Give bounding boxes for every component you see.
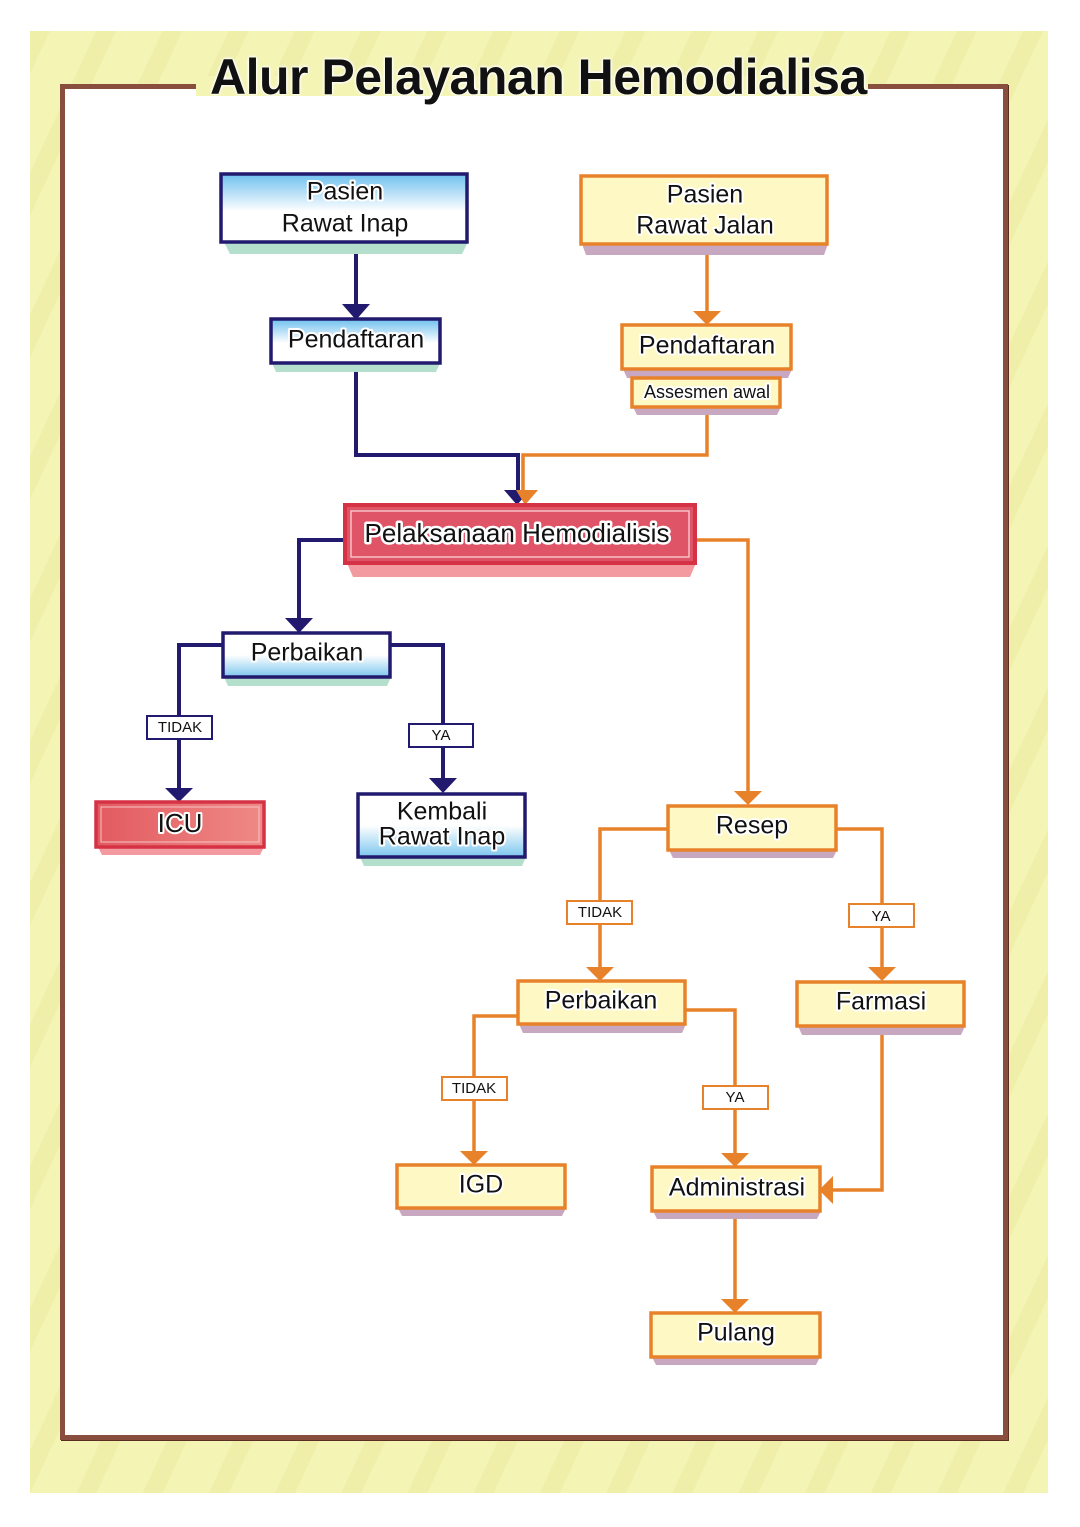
page-title: Alur Pelayanan Hemodialisa — [210, 49, 867, 105]
node-label: Pasien — [307, 178, 383, 206]
node-label: Assesmen awal — [644, 382, 770, 402]
arrowhead-icon — [165, 788, 193, 802]
node-label: Pelaksanaan Hemodialisis — [365, 518, 670, 548]
edge-pelaksanaan-to-perbaikan1 — [285, 538, 346, 633]
edge-assesmen-to-pelaksanaan — [516, 414, 709, 505]
edge-pelaksanaan-to-resep — [695, 538, 762, 805]
edge-inap-to-pendaftaran — [342, 252, 370, 320]
node-pasien-rawat-jalan: Pasien Rawat Jalan — [579, 174, 829, 255]
node-perbaikan-2: Perbaikan — [516, 979, 687, 1033]
edge-label-tidak: TIDAK — [566, 900, 633, 925]
node-pelaksanaan-hemodialisis: Pelaksanaan Hemodialisis — [343, 503, 697, 577]
edge-label-text: TIDAK — [578, 904, 622, 921]
edge-label-ya: YA — [848, 903, 915, 928]
connectors — [165, 252, 896, 1313]
node-label: Rawat Jalan — [636, 212, 774, 240]
node-perbaikan-1: Perbaikan — [221, 631, 392, 686]
edge-labels: TIDAK YA TIDAK YA TIDAK YA — [146, 715, 915, 1110]
node-administrasi: Administrasi — [650, 1165, 822, 1219]
node-label: Rawat Inap — [282, 210, 408, 238]
node-label: IGD — [459, 1171, 503, 1199]
node-label: Pulang — [697, 1319, 775, 1347]
edge-perbaikan2-to-igd — [460, 1014, 518, 1165]
node-label: Pasien — [667, 181, 743, 209]
node-resep: Resep — [666, 804, 838, 858]
edge-administrasi-to-pulang — [721, 1216, 749, 1313]
arrowhead-icon — [429, 778, 457, 793]
node-label: Perbaikan — [251, 639, 364, 667]
node-label: Administrasi — [669, 1174, 805, 1202]
edge-label-text: YA — [432, 727, 451, 744]
edge-label-ya: YA — [702, 1085, 769, 1110]
node-pendaftaran-inap: Pendaftaran — [269, 317, 442, 372]
node-pasien-rawat-inap: Pasien Rawat Inap — [219, 172, 469, 254]
node-pendaftaran-jalan: Pendaftaran — [620, 323, 793, 378]
node-label: Resep — [716, 812, 788, 840]
node-label: ICU — [158, 808, 203, 838]
edge-pendaftaran-inap-to-pelaksanaan — [354, 370, 530, 505]
edge-label-ya: YA — [408, 723, 474, 748]
node-label: Rawat Inap — [379, 823, 505, 851]
edge-perbaikan1-to-icu — [165, 643, 222, 802]
arrowhead-icon — [721, 1153, 749, 1167]
arrowhead-icon — [693, 311, 721, 325]
node-label: Kembali — [397, 798, 487, 826]
edge-label-tidak: TIDAK — [146, 715, 213, 740]
node-farmasi: Farmasi — [795, 980, 966, 1035]
arrowhead-icon — [868, 967, 896, 981]
arrowhead-icon — [721, 1299, 749, 1313]
arrowhead-icon — [586, 967, 614, 981]
edge-perbaikan1-to-kembali — [390, 643, 457, 793]
node-label: Pendaftaran — [288, 326, 424, 354]
arrowhead-icon — [342, 304, 370, 320]
arrowhead-icon — [516, 490, 538, 505]
node-label: Perbaikan — [545, 987, 658, 1015]
node-label: Pendaftaran — [639, 332, 775, 360]
node-kembali-rawat-inap: Kembali Rawat Inap — [356, 792, 527, 866]
node-label: Farmasi — [836, 988, 926, 1016]
arrowhead-icon — [460, 1151, 488, 1165]
edge-label-text: YA — [726, 1089, 745, 1106]
node-assesmen-awal: Assesmen awal — [630, 376, 782, 415]
title-gap — [196, 76, 868, 96]
edge-farmasi-to-administrasi — [819, 1030, 884, 1204]
arrowhead-icon — [285, 618, 313, 633]
edge-label-text: TIDAK — [158, 719, 202, 736]
edge-label-text: TIDAK — [452, 1080, 496, 1097]
node-pulang: Pulang — [649, 1311, 822, 1365]
node-icu: ICU — [94, 800, 266, 855]
edge-jalan-to-pendaftaran — [693, 254, 721, 325]
edge-label-text: YA — [872, 908, 891, 925]
arrowhead-icon — [734, 791, 762, 805]
arrowhead-icon — [819, 1176, 833, 1204]
edge-label-tidak: TIDAK — [441, 1076, 508, 1101]
node-igd: IGD — [395, 1163, 567, 1216]
